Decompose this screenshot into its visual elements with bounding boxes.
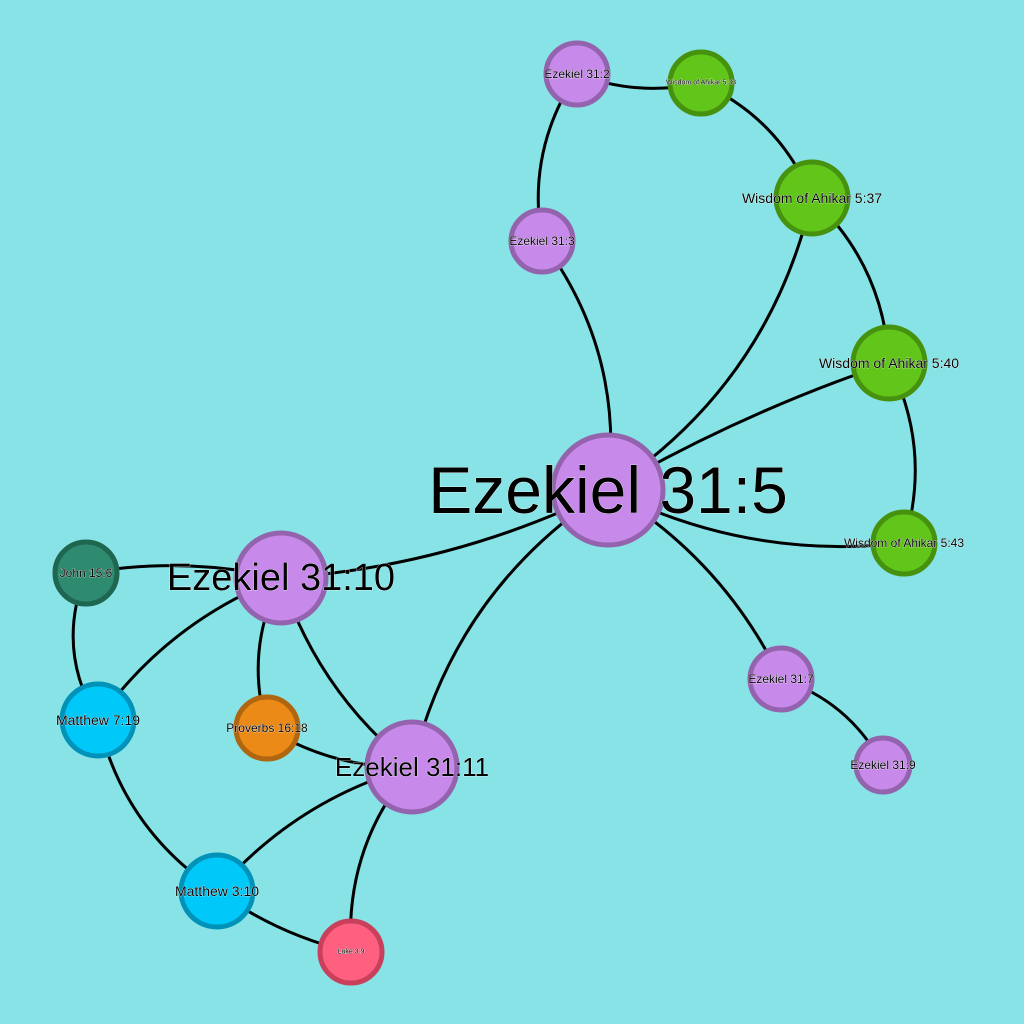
node-circle-ez-31-9[interactable]: [853, 735, 913, 795]
node-label-ez-31-7: Ezekiel 31:7: [748, 672, 814, 686]
node-ez-31-9[interactable]: [853, 735, 913, 795]
node-circle-ez-31-7[interactable]: [747, 645, 815, 713]
node-ez-31-11[interactable]: [364, 719, 460, 815]
node-wa-5-43[interactable]: [870, 509, 938, 577]
node-wa-5-33[interactable]: [667, 49, 735, 117]
node-label-wa-5-33: Wisdom of Ahikar 5:33: [666, 80, 736, 87]
node-circle-ez-31-3[interactable]: [508, 207, 576, 275]
node-pr-16-18[interactable]: [233, 694, 301, 762]
node-mt-7-19[interactable]: [59, 681, 137, 759]
node-label-pr-16-18: Proverbs 16:18: [226, 721, 308, 735]
node-circle-wa-5-33[interactable]: [667, 49, 735, 117]
node-label-jn-15-6: John 15:6: [60, 566, 113, 580]
node-label-wa-5-37: Wisdom of Ahikar 5:37: [742, 190, 882, 206]
node-label-ez-31-11: Ezekiel 31:11: [335, 752, 489, 782]
node-ez-31-7[interactable]: [747, 645, 815, 713]
node-circle-ez-31-5[interactable]: [550, 432, 666, 548]
node-wa-5-40[interactable]: [850, 324, 928, 402]
node-label-ez-31-9: Ezekiel 31:9: [850, 758, 916, 772]
node-jn-15-6[interactable]: [52, 539, 120, 607]
node-circle-pr-16-18[interactable]: [233, 694, 301, 762]
node-circle-ez-31-11[interactable]: [364, 719, 460, 815]
node-circle-wa-5-43[interactable]: [870, 509, 938, 577]
node-mt-3-10[interactable]: [178, 852, 256, 930]
node-circle-wa-5-40[interactable]: [850, 324, 928, 402]
node-circle-mt-7-19[interactable]: [59, 681, 137, 759]
node-circle-wa-5-37[interactable]: [773, 159, 851, 237]
node-circle-ez-31-10[interactable]: [233, 530, 329, 626]
node-lk-3-9[interactable]: [317, 918, 385, 986]
node-circle-lk-3-9[interactable]: [317, 918, 385, 986]
node-label-ez-31-3: Ezekiel 31:3: [509, 234, 575, 248]
node-circle-jn-15-6[interactable]: [52, 539, 120, 607]
node-ez-31-3[interactable]: [508, 207, 576, 275]
node-label-mt-7-19: Matthew 7:19: [56, 712, 140, 728]
node-label-ez-31-10: Ezekiel 31:10: [167, 557, 395, 599]
node-circle-ez-31-2[interactable]: [543, 40, 611, 108]
node-label-ez-31-5: Ezekiel 31:5: [428, 453, 788, 527]
node-label-wa-5-43: Wisdom of Ahikar 5:43: [844, 536, 964, 550]
node-circle-mt-3-10[interactable]: [178, 852, 256, 930]
node-label-ez-31-2: Ezekiel 31:2: [544, 67, 610, 81]
node-ez-31-2[interactable]: [543, 40, 611, 108]
node-wa-5-37[interactable]: [773, 159, 851, 237]
node-label-wa-5-40: Wisdom of Ahikar 5:40: [819, 355, 959, 371]
node-ez-31-10[interactable]: [233, 530, 329, 626]
node-ez-31-5[interactable]: [550, 432, 666, 548]
node-label-mt-3-10: Matthew 3:10: [175, 883, 259, 899]
node-label-lk-3-9: Luke 3:9: [338, 949, 365, 956]
